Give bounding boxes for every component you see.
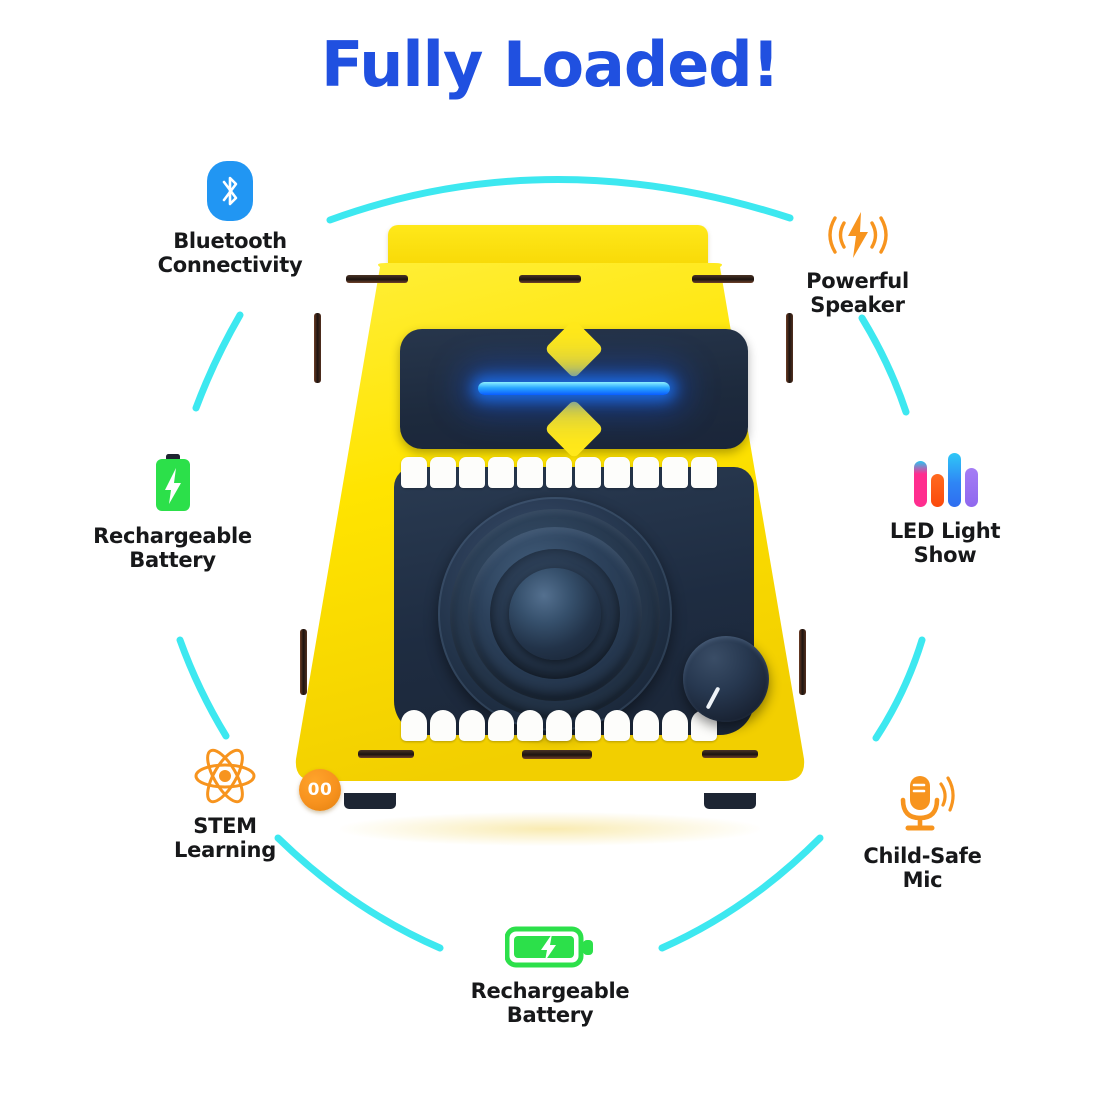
slot-top-left <box>346 275 408 283</box>
woofer-speaker-cone <box>438 497 672 731</box>
feature-label: Bluetooth Connectivity <box>157 229 303 278</box>
slot-bottom-center <box>522 750 592 759</box>
slot-bottom-left <box>358 750 414 758</box>
tooth <box>459 457 485 488</box>
led-light-show-icon <box>855 445 1035 511</box>
slot-top-center <box>519 275 581 283</box>
led-light-bar <box>478 382 670 395</box>
atom-glyph <box>194 748 256 804</box>
tooth <box>517 457 543 488</box>
knob-indicator <box>705 686 721 710</box>
tooth <box>633 710 659 741</box>
tooth <box>604 457 630 488</box>
feature-bluetooth: Bluetooth Connectivity <box>110 155 350 278</box>
tooth <box>546 710 572 741</box>
tooth <box>459 710 485 741</box>
bluetooth-glyph <box>222 176 238 206</box>
arc-lower-left <box>176 636 230 740</box>
tooth <box>604 710 630 741</box>
feature-label: Rechargeable Battery <box>93 524 252 573</box>
tooth <box>575 457 601 488</box>
feature-label: STEM Learning <box>174 814 276 863</box>
tooth <box>430 710 456 741</box>
tooth <box>488 457 514 488</box>
device-foot-right <box>704 793 756 809</box>
bluetooth-icon <box>110 155 350 221</box>
atom-icon <box>140 740 310 806</box>
teeth-row-top <box>401 457 717 488</box>
arc-bottom-right <box>658 834 824 952</box>
feature-stem-learning: STEM Learning <box>140 740 310 863</box>
tooth <box>401 457 427 488</box>
powerful-speaker-icon <box>770 195 945 261</box>
page-title: Fully Loaded! <box>321 28 780 101</box>
tooth <box>488 710 514 741</box>
microphone-glyph <box>900 776 955 831</box>
battery-horizontal-icon <box>455 905 645 971</box>
feature-label: Rechargeable Battery <box>470 979 630 1028</box>
tooth <box>662 710 688 741</box>
woofer-dust-cap <box>509 568 601 660</box>
battery-horizontal-glyph <box>505 926 593 968</box>
feature-rechargeable-battery-bottom: Rechargeable Battery <box>455 905 645 1028</box>
feature-child-safe-mic: Child-Safe Mic <box>835 770 1010 893</box>
volume-knob[interactable] <box>683 636 769 722</box>
device-led-face-panel <box>400 319 748 459</box>
microphone-icon <box>835 770 1010 836</box>
slot-side-lower-right <box>799 629 806 695</box>
tooth <box>517 710 543 741</box>
arc-upper-right <box>858 314 910 416</box>
feature-label: LED Light Show <box>889 519 1001 568</box>
arc-lower-right <box>872 636 926 742</box>
tooth <box>575 710 601 741</box>
led-bars-glyph <box>914 453 978 507</box>
tooth <box>662 457 688 488</box>
feature-led-light-show: LED Light Show <box>855 445 1035 568</box>
tooth <box>401 710 427 741</box>
product-image-diy-speaker: 00 <box>270 225 830 846</box>
tooth <box>633 457 659 488</box>
tooth <box>546 457 572 488</box>
battery-vertical-icon <box>70 450 275 516</box>
device-foot-left <box>344 793 396 809</box>
tooth <box>430 457 456 488</box>
slot-side-upper-right <box>786 313 793 383</box>
arc-upper-left <box>192 311 244 412</box>
device-glow <box>340 812 760 846</box>
feature-rechargeable-battery-left: Rechargeable Battery <box>70 450 275 573</box>
status-badge-00: 00 <box>299 769 341 811</box>
device-body: 00 <box>270 261 830 811</box>
feature-label: Powerful Speaker <box>806 269 909 318</box>
slot-side-upper-left <box>314 313 321 383</box>
teeth-row-bottom <box>401 710 717 741</box>
feature-powerful-speaker: Powerful Speaker <box>770 195 945 318</box>
feature-label: Child-Safe Mic <box>863 844 982 893</box>
slot-top-right <box>692 275 754 283</box>
battery-vertical-glyph <box>155 454 190 511</box>
speaker-bolt-glyph <box>827 212 888 258</box>
tooth <box>691 457 717 488</box>
arc-top <box>326 176 794 224</box>
slot-bottom-right <box>702 750 758 758</box>
face-notch-top <box>544 319 604 379</box>
slot-side-lower-left <box>300 629 307 695</box>
